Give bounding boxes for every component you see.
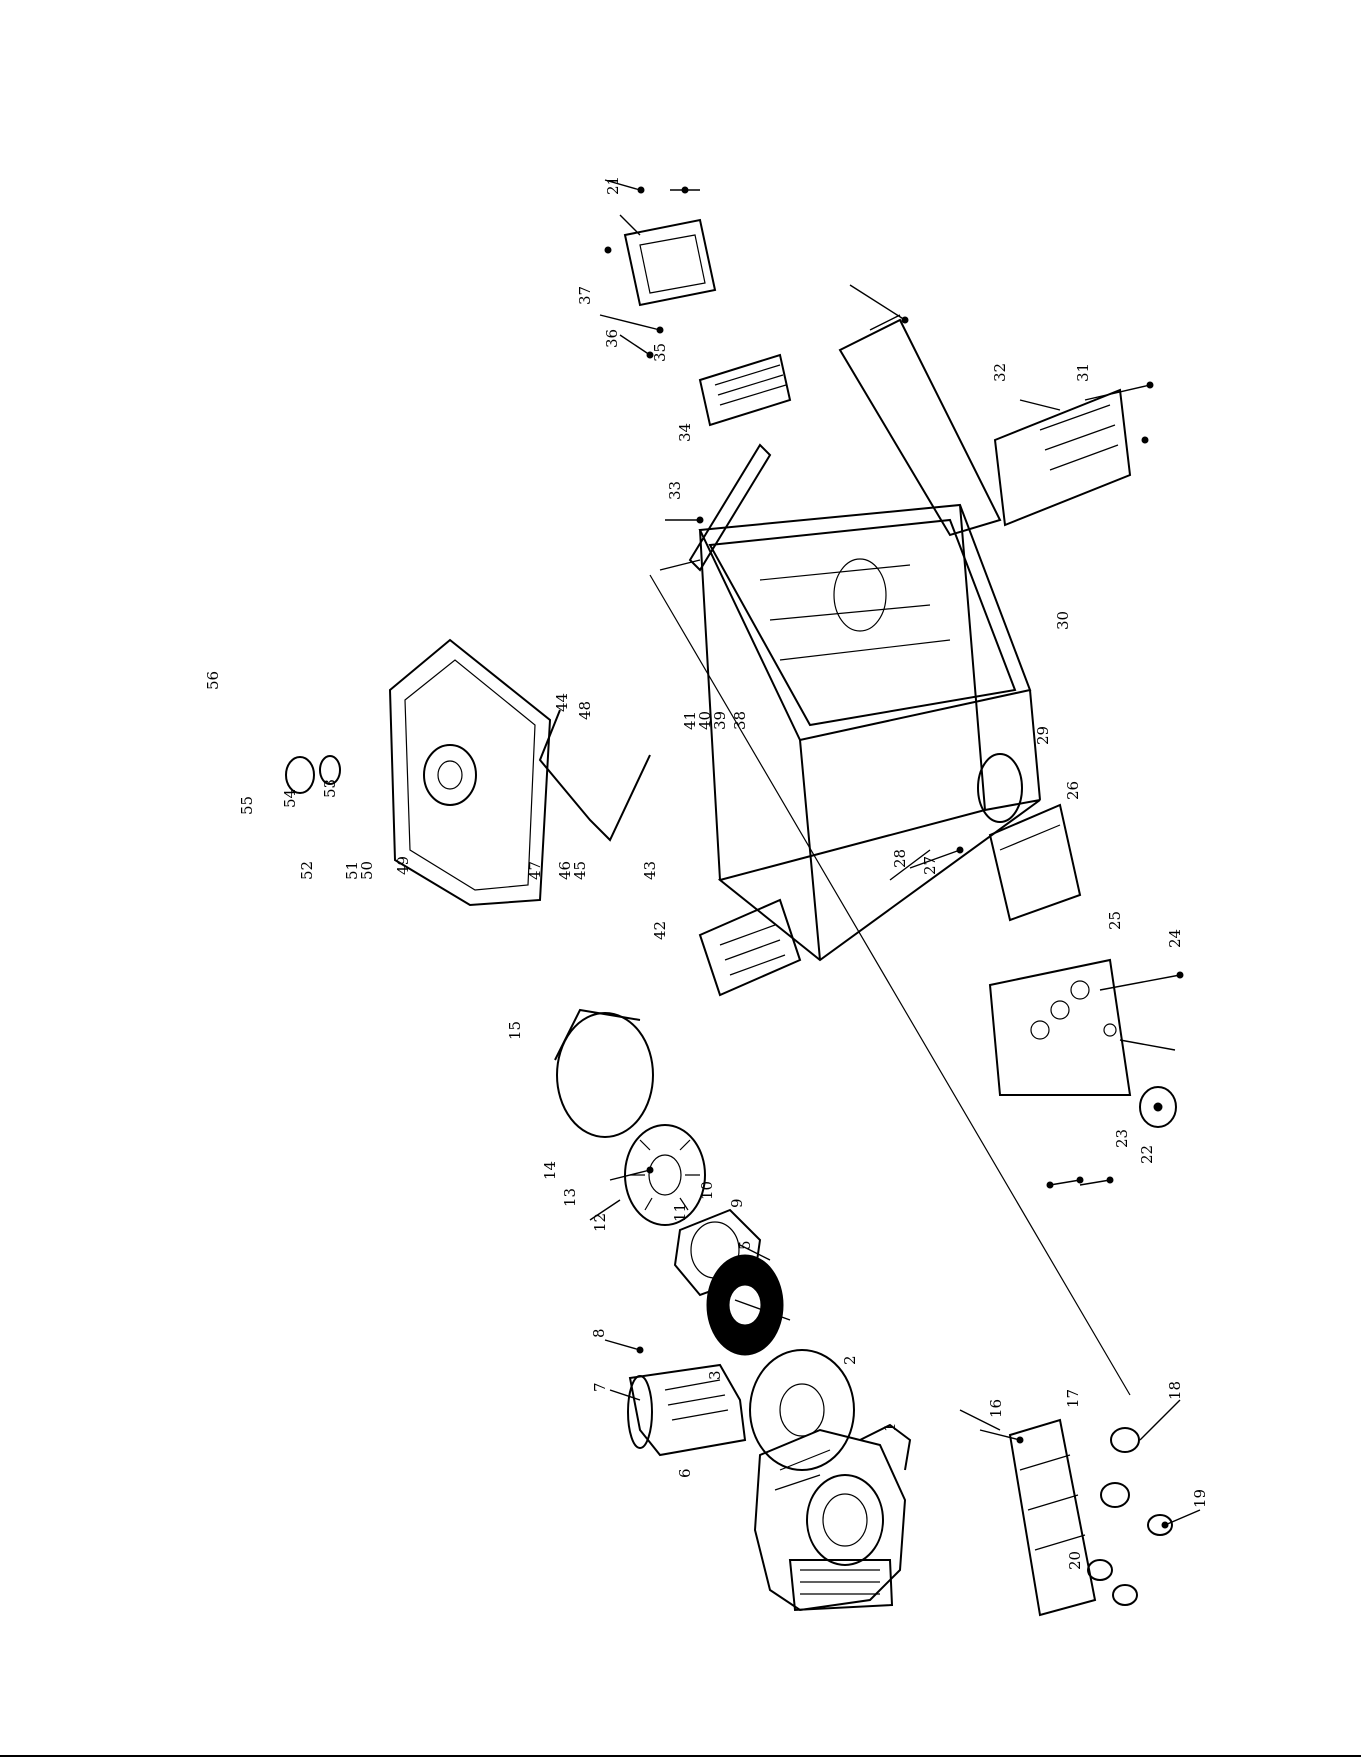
callout-37: 37 (576, 286, 594, 305)
callout-16: 16 (987, 1399, 1005, 1418)
callout-47: 47 (526, 861, 544, 880)
callout-30: 30 (1054, 611, 1072, 630)
callout-35: 35 (651, 343, 669, 362)
callout-5: 5 (736, 1240, 754, 1250)
callout-17: 17 (1064, 1389, 1082, 1408)
callout-20: 20 (1066, 1551, 1084, 1570)
callout-2: 2 (841, 1355, 859, 1365)
rubber-mounts (1088, 1428, 1172, 1605)
callout-6: 6 (676, 1468, 694, 1478)
callout-51: 51 (343, 861, 361, 880)
callout-11: 11 (671, 1203, 689, 1222)
callout-48: 48 (576, 701, 594, 720)
callout-26: 26 (1064, 781, 1082, 800)
callout-25: 25 (1106, 911, 1124, 930)
pulley (1140, 1087, 1176, 1127)
callout-44: 44 (553, 693, 571, 712)
callout-54: 54 (281, 789, 299, 808)
callout-14: 14 (541, 1161, 559, 1180)
fan-shroud (555, 1010, 653, 1137)
curved-panel-32 (840, 320, 1000, 535)
mounting-bracket (1010, 1420, 1095, 1615)
callout-43: 43 (641, 861, 659, 880)
page-bottom-rule (0, 1755, 1361, 1757)
callout-29: 29 (1034, 726, 1052, 745)
callout-12: 12 (591, 1213, 609, 1232)
tube-frame (700, 505, 1040, 960)
callout-15: 15 (506, 1021, 524, 1040)
callout-32: 32 (991, 363, 1009, 382)
callout-19: 19 (1191, 1489, 1209, 1508)
callout-10: 10 (698, 1181, 716, 1200)
callout-42: 42 (651, 921, 669, 940)
control-panel (990, 960, 1130, 1095)
callout-46: 46 (556, 861, 574, 880)
callout-53: 53 (321, 779, 339, 798)
end-plate (750, 1350, 854, 1470)
callout-21: 21 (604, 176, 622, 195)
callout-49: 49 (394, 856, 412, 875)
callout-18: 18 (1166, 1381, 1184, 1400)
cooling-fan (625, 1125, 705, 1225)
callout-28: 28 (891, 849, 909, 868)
callout-labels: 1 2 3 4 5 6 7 8 9 10 11 12 13 14 15 16 1… (204, 176, 1209, 1570)
callout-56: 56 (204, 671, 222, 690)
callout-38: 38 (731, 711, 749, 730)
callout-52: 52 (298, 861, 316, 880)
callout-55: 55 (238, 796, 256, 815)
side-panel-31 (995, 390, 1130, 525)
callout-36: 36 (603, 329, 621, 348)
muffler (628, 1365, 745, 1455)
callout-1: 1 (881, 1422, 899, 1432)
callout-23: 23 (1113, 1129, 1131, 1148)
callout-7: 7 (591, 1382, 609, 1392)
callout-34: 34 (676, 423, 694, 442)
engine-assembly (755, 1425, 910, 1610)
stator (707, 1255, 783, 1355)
callout-24: 24 (1166, 929, 1184, 948)
callout-4: 4 (761, 1280, 779, 1290)
air-cleaner-34 (700, 355, 790, 425)
callout-9: 9 (728, 1198, 746, 1208)
fuel-line (540, 710, 650, 840)
grommet-ring (978, 754, 1022, 822)
callout-13: 13 (561, 1188, 579, 1207)
callout-8: 8 (590, 1328, 608, 1338)
callout-22: 22 (1138, 1145, 1156, 1164)
callout-3: 3 (706, 1370, 724, 1380)
side-grille-42 (700, 900, 800, 995)
callout-31: 31 (1074, 363, 1092, 382)
callout-33: 33 (666, 481, 684, 500)
callout-41: 41 (681, 711, 699, 730)
